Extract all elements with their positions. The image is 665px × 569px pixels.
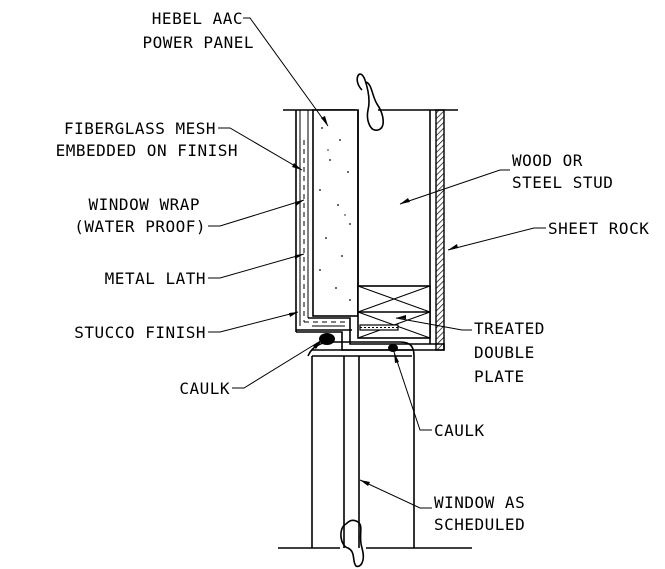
leader-arrowheads — [289, 116, 458, 486]
label-stud-line-1: WOOD OR — [512, 151, 583, 170]
label-window-line-2: SCHEDULED — [434, 515, 525, 534]
label-plate-line-2: DOUBLE — [474, 343, 535, 362]
label-sheet-rock: SHEET ROCK — [548, 219, 649, 238]
label-hebel-line-1: HEBEL AAC — [152, 9, 243, 28]
label-stucco-finish: STUCCO FINISH — [74, 323, 206, 342]
label-plate-line-3: PLATE — [474, 367, 525, 386]
label-mesh-line-2: EMBEDDED ON FINISH — [56, 141, 238, 160]
label-wrap-line-2: (WATER PROOF) — [74, 217, 206, 236]
label-hebel-line-2: POWER PANEL — [143, 33, 254, 52]
label-caulk-left: CAULK — [179, 379, 230, 398]
sheet-rock-wall — [429, 109, 445, 351]
bottom-break-symbol — [340, 519, 365, 568]
hebel-aac-panel — [312, 109, 359, 317]
head-flashing-return — [295, 317, 445, 351]
leader-lines — [208, 17, 546, 509]
label-wrap-line-1: WINDOW WRAP — [89, 195, 200, 214]
label-window-line-1: WINDOW AS — [434, 493, 525, 512]
top-break-symbol — [356, 73, 384, 131]
label-plate-line-1: TREATED — [474, 319, 545, 338]
label-caulk-right: CAULK — [434, 421, 485, 440]
label-stud-line-2: STEEL STUD — [512, 173, 613, 192]
callout-labels: HEBEL AAC POWER PANEL FIBERGLASS MESH EM… — [56, 9, 649, 534]
label-mesh-line-1: FIBERGLASS MESH — [64, 119, 216, 138]
label-metal-lath: METAL LATH — [105, 269, 206, 288]
window-frame — [307, 341, 415, 548]
exterior-finish-layers — [295, 110, 352, 331]
